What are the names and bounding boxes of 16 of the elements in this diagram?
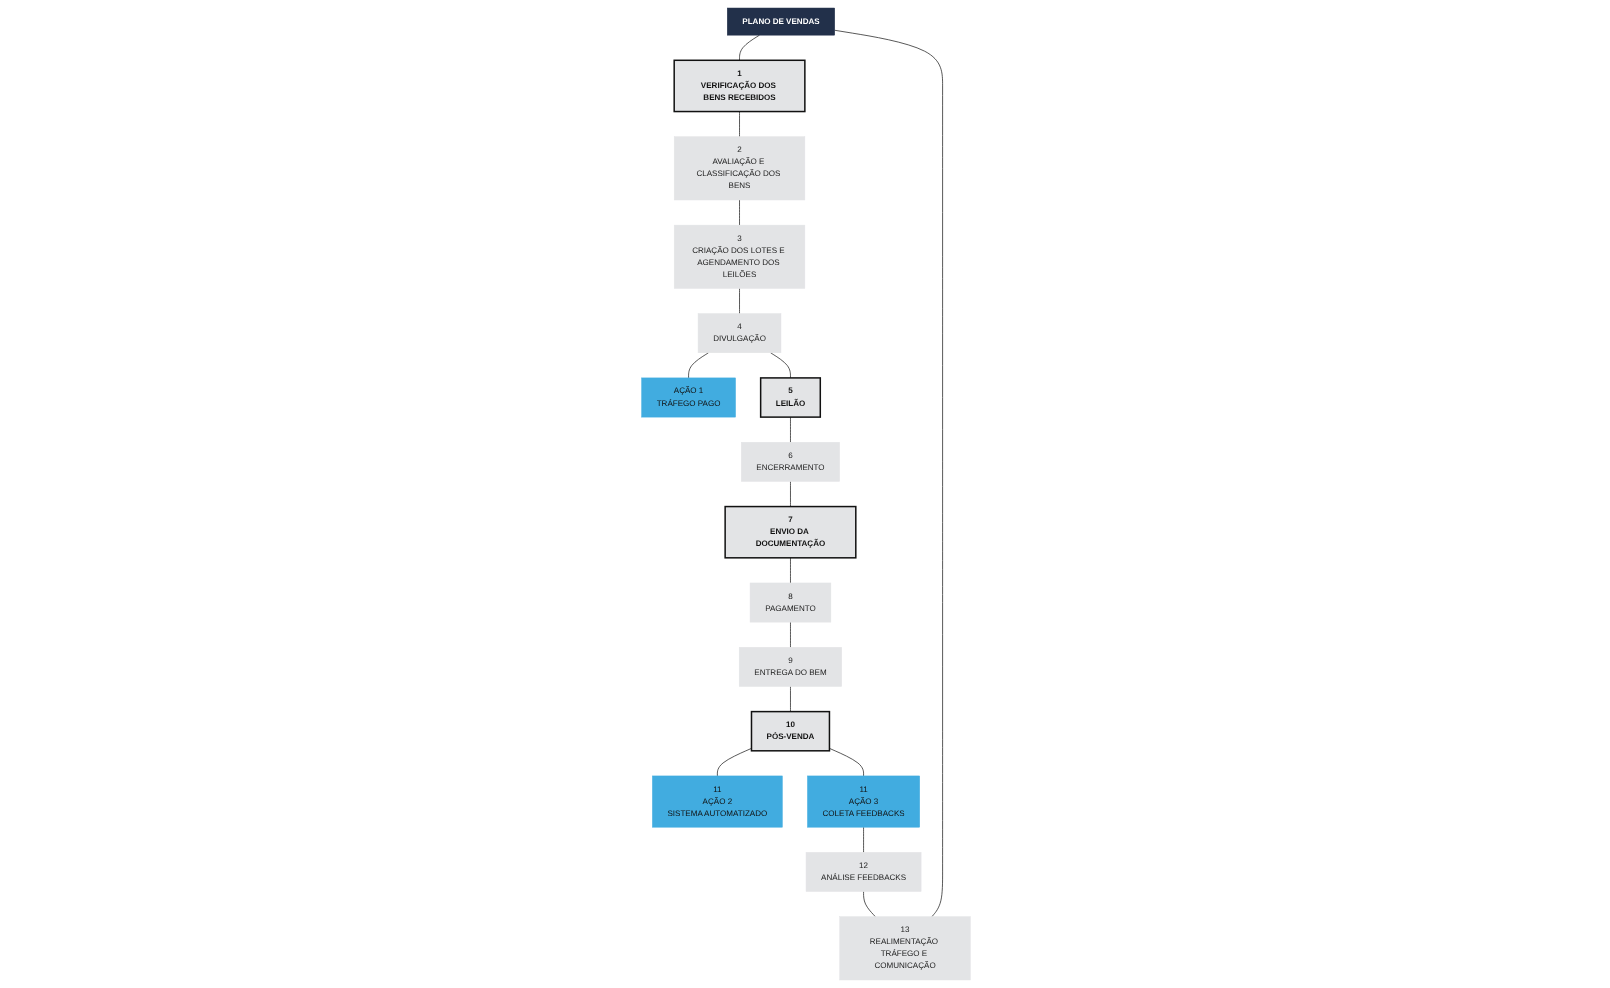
connector [828,748,863,777]
connector [789,557,790,584]
connector [789,621,790,648]
connector [738,34,759,61]
connector [833,29,942,918]
connector [769,352,790,379]
connector [789,416,790,443]
connector [789,686,790,712]
connector [716,748,751,777]
connector [738,288,739,314]
connector [862,891,875,918]
connector [738,111,739,138]
connector [862,826,863,853]
connector [687,352,708,379]
connector [738,199,739,226]
connector [789,481,790,507]
